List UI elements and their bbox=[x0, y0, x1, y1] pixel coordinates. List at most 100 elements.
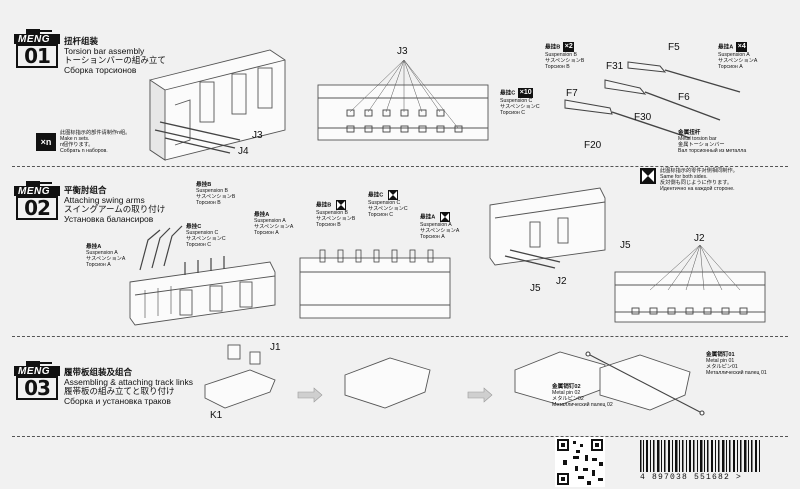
part-label-j4: J4 bbox=[238, 146, 249, 157]
ru: Металлический палец 01 bbox=[706, 370, 767, 376]
susp-b-ru: Торсион B bbox=[545, 64, 570, 70]
step2-susp-c-mid: 悬挂C Suspension C サスペンションC Торсион C bbox=[368, 190, 408, 218]
metal-pin-01-label: 金属销钉01 Metal pin 01 メタルピン01 Металлически… bbox=[706, 352, 767, 376]
susp-a-ru: Торсион A bbox=[718, 64, 743, 70]
ru: Торсион B bbox=[316, 222, 341, 228]
bowtie-icon bbox=[387, 190, 398, 200]
part-label-f5: F5 bbox=[668, 42, 680, 53]
j3-leader-lines bbox=[349, 59, 459, 129]
both-sides-ru: Идентично на каждой стороне. bbox=[660, 186, 735, 192]
xn-note: 此图标指示的部件请制作n组。 Make n sets. n個作ります。 Собр… bbox=[60, 130, 130, 154]
susp-c-cn: 悬挂C bbox=[500, 90, 516, 97]
cn: 悬挂C bbox=[186, 224, 202, 230]
barcode bbox=[640, 440, 760, 472]
tank-logo-icon bbox=[14, 361, 60, 376]
step2-hull-left bbox=[129, 261, 276, 326]
tank-logo-icon bbox=[14, 29, 60, 44]
cn: 金属销钉01 bbox=[706, 352, 735, 358]
ru: Торсион C bbox=[368, 212, 393, 218]
metal-torsion-bar-label: 金属扭杆 Metal torsion bar 金属トーションバー Вал тор… bbox=[678, 130, 746, 154]
part-label-f7: F7 bbox=[566, 88, 578, 99]
part-label-f30: F30 bbox=[634, 112, 652, 123]
metal-pins bbox=[585, 351, 705, 416]
susp-b-jp: サスペンションB bbox=[545, 58, 585, 64]
torsion-bars-left bbox=[154, 121, 241, 154]
ru: Торсион C bbox=[186, 242, 211, 248]
en: Metal pin 02 bbox=[552, 390, 581, 396]
step-badge-01: MENG 01 bbox=[14, 28, 60, 70]
xn-note-jp: n個作ります。 bbox=[60, 142, 94, 148]
brand-label: MENG bbox=[18, 366, 50, 377]
metal-bar-en: Metal torsion bar bbox=[678, 136, 717, 142]
cn: 金属销钉02 bbox=[552, 384, 581, 390]
xn-badge: ×n bbox=[36, 133, 56, 151]
count-badge: ×4 bbox=[736, 42, 748, 52]
step2-susp-a-mid2: 悬挂A Suspension A サスペンションA Торсион A bbox=[420, 212, 459, 240]
part-label-k1: K1 bbox=[210, 410, 223, 421]
section-divider bbox=[12, 166, 788, 167]
title-en: Torsion bar assembly bbox=[64, 45, 145, 56]
en: Suspension B bbox=[316, 210, 349, 216]
cn: 悬挂C bbox=[368, 192, 384, 199]
section-divider bbox=[12, 336, 788, 337]
metal-pin-02-label: 金属销钉02 Metal pin 02 メタルピン02 Металлически… bbox=[552, 384, 613, 408]
bowtie-icon bbox=[439, 212, 450, 222]
jp: サスペンションC bbox=[186, 236, 226, 242]
xn-note-en: Make n sets. bbox=[60, 136, 90, 142]
en: Suspension C bbox=[368, 200, 401, 206]
j2-leader-lines bbox=[649, 244, 741, 291]
part-label-f31: F31 bbox=[606, 61, 624, 72]
part-label-f6: F6 bbox=[678, 92, 690, 103]
en: Suspension A bbox=[254, 218, 286, 224]
track-assembly-1 bbox=[204, 344, 276, 409]
cn: 悬挂B bbox=[196, 182, 212, 188]
part-label-j3: J3 bbox=[252, 130, 263, 141]
jp: メタルピン01 bbox=[706, 364, 738, 370]
part-label-j5-small: J5 bbox=[530, 283, 541, 294]
step-number: 03 bbox=[16, 376, 58, 400]
step2-susp-a-mid: 悬挂A Suspension A サスペンションA Торсион A bbox=[254, 212, 293, 236]
step1-slots bbox=[346, 109, 463, 133]
susp-a-jp: サスペンションA bbox=[718, 58, 758, 64]
step2-susp-a-left: 悬挂A Suspension A サスペンションA Торсион A bbox=[86, 244, 125, 268]
step2-iso-bars bbox=[504, 249, 561, 269]
susp-a-en: Suspension A bbox=[718, 52, 750, 58]
step2-hull-plan bbox=[614, 271, 766, 323]
title-jp: スイングアームの取り付け bbox=[64, 204, 166, 214]
en: Suspension A bbox=[420, 222, 452, 228]
section-divider bbox=[12, 436, 788, 437]
step2-hull-iso bbox=[489, 187, 606, 266]
step-badge-03: MENG 03 bbox=[14, 360, 60, 402]
jp: サスペンションA bbox=[420, 228, 460, 234]
metal-bar-ru: Вал торсионный из металла bbox=[678, 148, 747, 154]
susp-c-jp: サスペンションC bbox=[500, 104, 540, 110]
part-label-j1: J1 bbox=[270, 342, 281, 353]
step-arrows bbox=[297, 387, 493, 403]
step2-titles: 平衡肘组合 Attaching swing arms スイングアームの取り付け … bbox=[64, 185, 166, 224]
susp-b-cn: 悬挂B bbox=[545, 44, 561, 51]
metal-bar-cn: 金属扭杆 bbox=[678, 130, 701, 136]
suspension-a-label: 悬挂A×4 Suspension A サスペンションA Торсион A bbox=[718, 42, 757, 70]
jp: サスペンションA bbox=[254, 224, 294, 230]
bowtie-icon bbox=[335, 200, 346, 210]
ru: Торсион B bbox=[196, 200, 221, 206]
step1-titles: 扭杆组装 Torsion bar assembly トーションバーの組み立て С… bbox=[64, 36, 166, 75]
metal-bar-jp: 金属トーションバー bbox=[678, 142, 725, 148]
cn: 悬挂A bbox=[254, 212, 270, 218]
part-label-j2-small: J2 bbox=[556, 276, 567, 287]
part-label-j5: J5 bbox=[620, 240, 631, 251]
step2-susp-b-left: 悬挂B Suspension B サスペンションB Торсион B bbox=[196, 182, 235, 206]
suspension-b-label: 悬挂B×2 Suspension B サスペンションB Торсион B bbox=[545, 42, 584, 70]
tank-logo-icon bbox=[14, 181, 60, 196]
brand-label: MENG bbox=[18, 186, 50, 197]
step3-titles: 履带板组装及组合 Assembling & attaching track li… bbox=[64, 367, 193, 406]
title-en: Attaching swing arms bbox=[64, 194, 145, 205]
step-badge-02: MENG 02 bbox=[14, 180, 60, 222]
xn-note-cn: 此图标指示的部件请制作n组。 bbox=[60, 130, 131, 136]
title-jp: トーションバーの組み立て bbox=[64, 55, 166, 65]
step2-arm-stubs bbox=[319, 249, 434, 263]
susp-b-en: Suspension B bbox=[545, 52, 578, 58]
step2-susp-c-left: 悬挂C Suspension C サスペンションC Торсион C bbox=[186, 224, 226, 248]
cn: 悬挂A bbox=[86, 244, 102, 250]
